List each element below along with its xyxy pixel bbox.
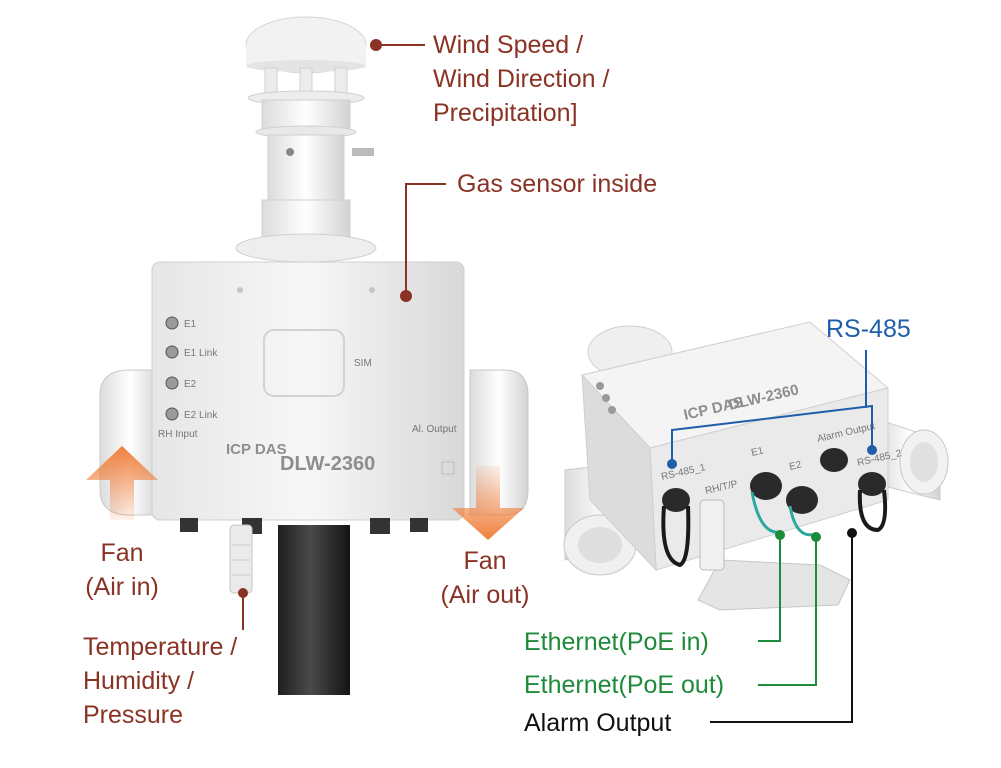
port-label-e2-link: E2 Link — [184, 410, 218, 421]
rh-input-label: RH Input — [158, 429, 198, 440]
led-indicators — [165, 316, 179, 421]
angled-port-e2: E2 — [788, 459, 803, 473]
label-alarm-output: Alarm Output — [524, 709, 672, 737]
port-label-e1-link: E1 Link — [184, 348, 218, 359]
label-fan-in-title: Fan — [100, 539, 144, 567]
label-temperature: Temperature / — [83, 633, 238, 661]
arrow-air-in — [86, 446, 158, 520]
label-ethernet-poe-out: Ethernet(PoE out) — [524, 671, 725, 699]
sim-label: SIM — [354, 358, 372, 369]
label-fan-out-title: Fan — [463, 547, 507, 575]
alarm-output-label: Al. Output — [412, 424, 457, 435]
arrow-air-out — [452, 466, 524, 540]
port-label-e1: E1 — [184, 319, 197, 330]
label-rs485: RS-485 — [826, 315, 911, 343]
label-pressure: Pressure — [83, 701, 184, 729]
label-precipitation: Precipitation] — [433, 99, 578, 127]
label-wind-speed: Wind Speed / — [433, 31, 584, 59]
model-name: DLW-2360 — [280, 453, 375, 475]
brand-logo: ICP DAS — [226, 441, 287, 458]
label-humidity: Humidity / — [83, 667, 195, 695]
angled-port-e1: E1 — [750, 445, 765, 459]
port-label-e2: E2 — [184, 379, 197, 390]
label-gas-sensor: Gas sensor inside — [457, 170, 658, 198]
main-enclosure — [151, 261, 465, 521]
label-fan-out-desc: (Air out) — [440, 581, 530, 609]
label-wind-direction: Wind Direction / — [433, 65, 610, 93]
label-ethernet-poe-in: Ethernet(PoE in) — [524, 628, 709, 656]
mounting-pole — [278, 525, 350, 695]
label-fan-in-desc: (Air in) — [85, 573, 159, 601]
